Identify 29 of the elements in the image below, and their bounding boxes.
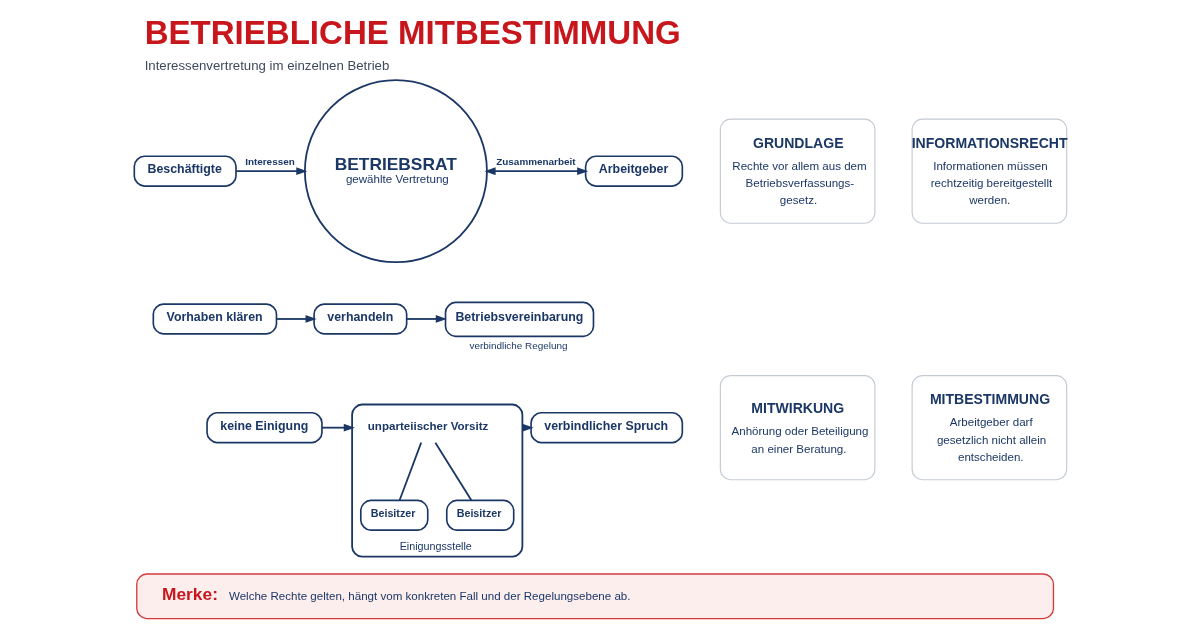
node-box: verhandeln <box>312 303 407 335</box>
node-box: Beisitzer <box>445 499 515 531</box>
node-box: keine Einigung <box>205 411 323 444</box>
node-box: MITBESTIMMUNG Arbeitgeber darf gesetzlich nicht allein entscheiden. <box>911 375 1067 481</box>
arrow <box>484 167 588 176</box>
arrow <box>320 423 355 432</box>
node-box: Merke: Welche Rechte gelten, hängt vom konkreten Fall und der Regelungsebene ab. <box>135 573 1054 620</box>
connector <box>398 441 422 502</box>
arrow <box>234 167 307 176</box>
node-box: Vorhaben klären <box>152 303 277 335</box>
node-box: MITWIRKUNG Anhörung oder Beteiligung an einer Beratung. <box>719 375 875 481</box>
diagram-title: BETRIEBLICHE MITBESTIMMUNG <box>144 14 681 52</box>
node-circle: BETRIEBSRAT gewählte Vertretung <box>303 79 488 264</box>
node-label: verbindliche Regelung <box>468 339 568 351</box>
caption: Interessenvertretung im einzelnen Betrieb <box>144 57 389 73</box>
edge-label: Interessen <box>244 156 295 168</box>
node-box: Betriebsvereinbarung <box>444 301 594 338</box>
arrow <box>275 315 317 323</box>
node-box: GRUNDLAGE Rechte vor allem aus dem Betriebsverfassungs- gesetz. <box>719 118 875 224</box>
node-box: Beisitzer <box>359 499 429 531</box>
node-text: unparteiischer Vorsitz <box>367 419 488 432</box>
arrow <box>522 423 534 432</box>
node-box: INFORMATIONSRECHT Informationen müssen rechtzeitig bereitgestellt werden. <box>911 118 1067 224</box>
node-box: Beschäftigte <box>133 155 237 187</box>
node-box: Arbeitgeber <box>584 155 683 187</box>
arrow <box>405 315 447 323</box>
edge-label: Zusammenarbeit <box>495 156 576 168</box>
node-box: verbindlicher Spruch <box>529 411 683 444</box>
connector <box>433 441 472 502</box>
